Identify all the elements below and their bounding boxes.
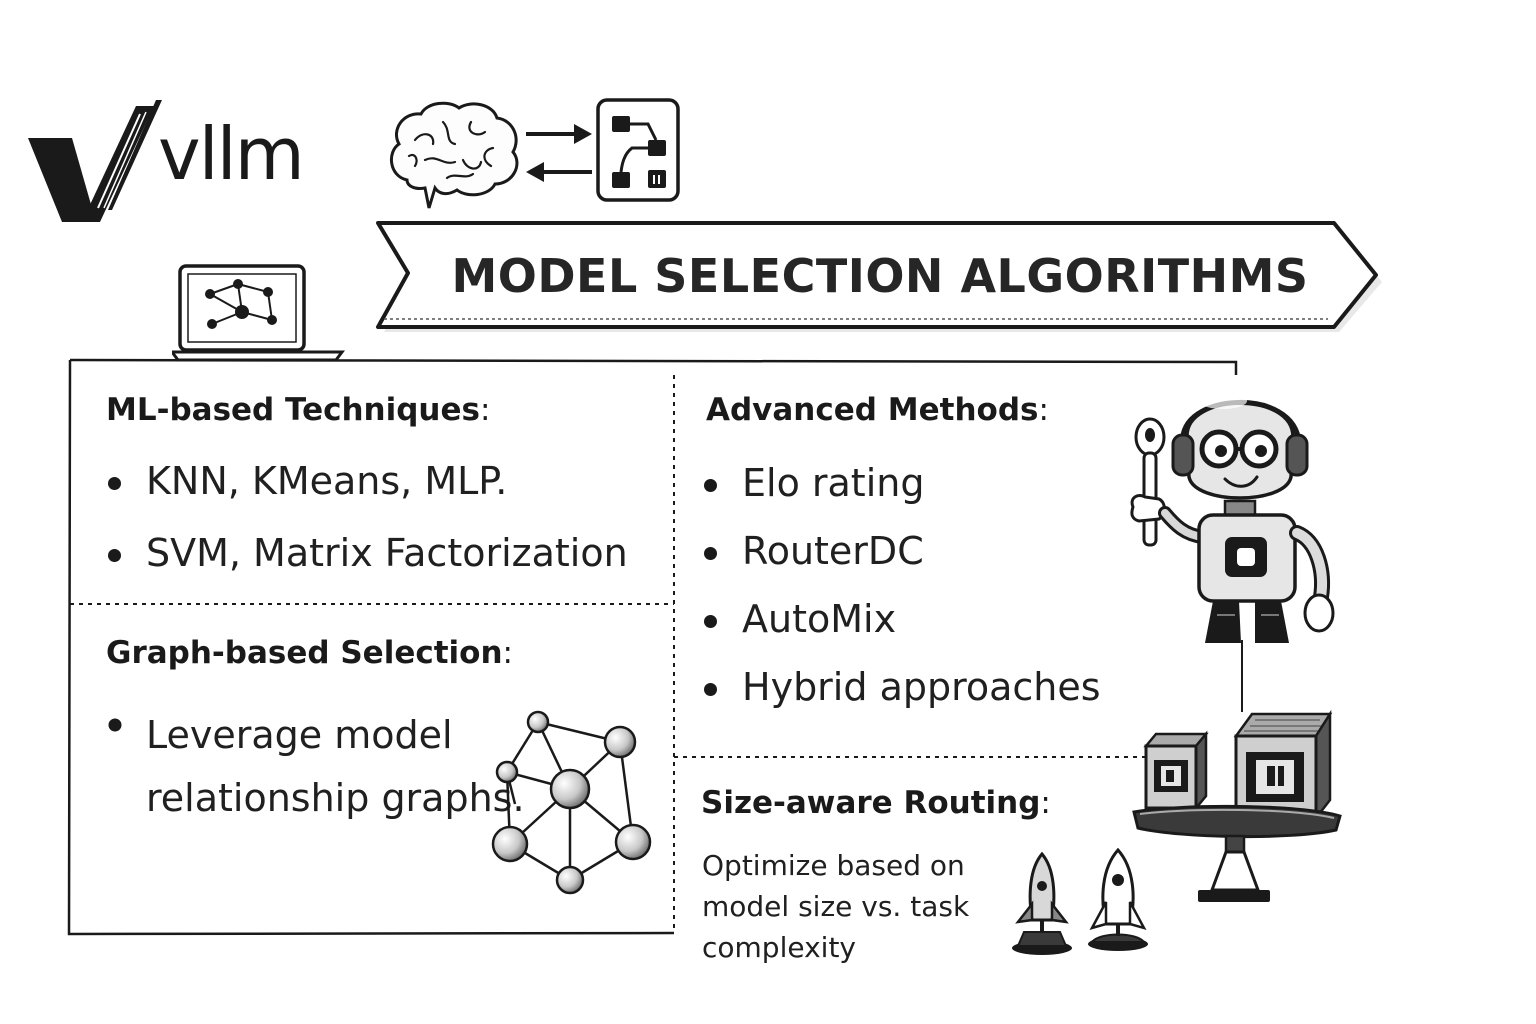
vllm-logo-icon [28, 100, 162, 222]
size-line-2: model size vs. task [702, 890, 970, 923]
network-graph-icon [491, 710, 652, 895]
graph-line-1: Leverage model [146, 713, 453, 757]
robot-icon [1130, 393, 1335, 643]
title-banner [376, 221, 1382, 332]
heading-colon: : [502, 635, 513, 671]
ml-based-list: KNN, KMeans, MLP. SVM, Matrix Factorizat… [106, 462, 628, 572]
list-item: KNN, KMeans, MLP. [106, 462, 628, 500]
size-aware-description: Optimize based on model size vs. task co… [702, 845, 969, 968]
ml-based-heading-text: ML-based Techniques [106, 392, 480, 428]
rocket-icon [1012, 848, 1148, 955]
logo-text: vllm [158, 112, 305, 196]
list-item: Hybrid approaches [702, 668, 1101, 706]
advanced-heading: Advanced Methods: [706, 395, 1049, 426]
list-item: RouterDC [702, 532, 1101, 570]
list-item: SVM, Matrix Factorization [106, 534, 628, 572]
list-item: Elo rating [702, 464, 1101, 502]
advanced-list: Elo rating RouterDC AutoMix Hybrid appro… [702, 464, 1101, 706]
flowchart-icon [596, 98, 680, 202]
size-line-1: Optimize based on [702, 849, 965, 882]
size-aware-heading-text: Size-aware Routing [701, 785, 1041, 821]
heading-colon: : [1040, 785, 1051, 821]
size-line-3: complexity [702, 931, 856, 964]
heading-colon: : [479, 392, 491, 428]
graph-line-2: relationship graphs. [146, 776, 525, 820]
balance-scale-icon [1132, 709, 1342, 902]
graph-based-description: Leverage model relationship graphs. [146, 704, 525, 830]
bullet-dot-icon [108, 718, 122, 732]
advanced-heading-text: Advanced Methods [706, 392, 1039, 428]
ml-based-heading: ML-based Techniques: [106, 395, 490, 426]
brain-icon [390, 101, 519, 209]
graph-based-heading: Graph-based Selection: [106, 638, 513, 669]
heading-colon: : [1038, 392, 1049, 428]
wrench-icon [1134, 417, 1166, 547]
exchange-arrows-icon [526, 124, 592, 182]
size-aware-heading: Size-aware Routing: [701, 788, 1051, 819]
graph-based-heading-text: Graph-based Selection [106, 635, 503, 671]
list-item: AutoMix [702, 600, 1101, 638]
laptop-network-icon [172, 264, 345, 362]
banner-title: MODEL SELECTION ALGORITHMS [451, 249, 1309, 303]
